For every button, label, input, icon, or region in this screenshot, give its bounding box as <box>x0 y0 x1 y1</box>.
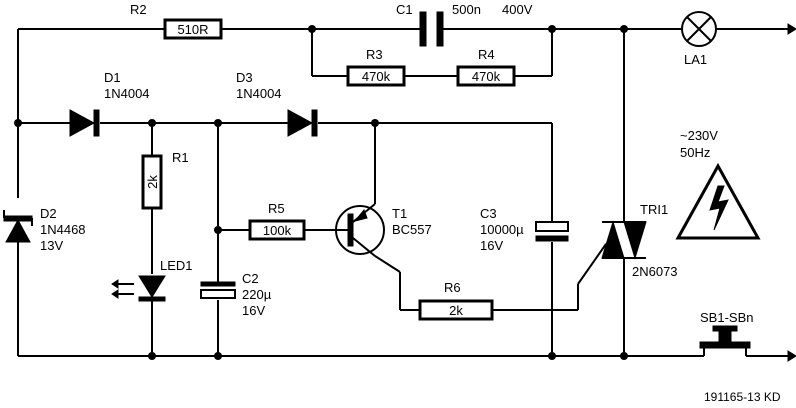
d2-label: D2 <box>40 206 57 221</box>
c1-voltage: 400V <box>502 2 533 17</box>
tri1-label: TRI1 <box>640 202 668 217</box>
r5-value: 100k <box>263 223 292 238</box>
d1-part: 1N4004 <box>104 86 150 101</box>
zener-d2: D2 1N4468 13V <box>3 206 86 253</box>
c2-value: 220µ <box>242 287 272 302</box>
bottom-output-arrow <box>787 350 796 362</box>
led1-label: LED1 <box>160 258 193 273</box>
capacitor-c1: C1 500n 400V <box>396 2 533 47</box>
resistor-r3: 470k R3 <box>346 47 406 87</box>
resistor-r6: 2k R6 <box>418 280 494 321</box>
c2-voltage: 16V <box>242 303 265 318</box>
r4-value: 470k <box>472 69 501 84</box>
r4-label: R4 <box>478 47 495 62</box>
figure-code: 191165-13 KD <box>704 390 781 404</box>
triac-tri1: TRI1 2N6073 <box>601 202 678 279</box>
r5-label: R5 <box>268 201 285 216</box>
junctions <box>14 25 628 360</box>
d3-part: 1N4004 <box>236 86 282 101</box>
wires <box>17 28 788 357</box>
r2-label: R2 <box>130 2 147 17</box>
r3-value: 470k <box>362 69 391 84</box>
tri1-part: 2N6073 <box>632 264 678 279</box>
r6-value: 2k <box>449 303 463 318</box>
r1-value: 2k <box>145 175 160 189</box>
mains-frequency: 50Hz <box>680 145 710 160</box>
t1-label: T1 <box>392 206 407 221</box>
t1-part: BC557 <box>392 222 432 237</box>
r1-label: R1 <box>172 150 189 165</box>
high-voltage-warning-icon <box>675 162 761 240</box>
d2-voltage: 13V <box>40 238 63 253</box>
r2-value: 510R <box>177 22 208 37</box>
c1-label: C1 <box>396 2 413 17</box>
d3-label: D3 <box>236 70 253 85</box>
transistor-t1: T1 BC557 <box>335 203 432 257</box>
c2-label: C2 <box>242 271 259 286</box>
resistor-r2: 510R R2 <box>130 2 223 40</box>
mains-voltage: ~230V <box>680 128 718 143</box>
c3-label: C3 <box>480 206 497 221</box>
pushbutton-sb: SB1-SBn <box>699 310 753 356</box>
r3-label: R3 <box>366 47 383 62</box>
resistor-r5: 100k R5 <box>248 201 306 241</box>
led-led1: LED1 <box>111 258 193 302</box>
c1-value: 500n <box>452 2 481 17</box>
diode-d3: D3 1N4004 <box>236 70 318 137</box>
la1-label: LA1 <box>684 52 707 67</box>
lamp-la1: LA1 <box>681 11 717 67</box>
d2-part: 1N4468 <box>40 222 86 237</box>
r6-label: R6 <box>444 280 461 295</box>
resistor-r4: 470k R4 <box>456 47 516 87</box>
c3-voltage: 16V <box>480 238 503 253</box>
top-output-arrow <box>787 23 796 35</box>
capacitor-c3: C3 10000µ 16V <box>480 206 569 253</box>
capacitor-c2: C2 220µ 16V <box>200 271 272 318</box>
d1-label: D1 <box>104 70 121 85</box>
resistor-r1: 2k R1 <box>141 150 189 210</box>
c3-value: 10000µ <box>480 222 524 237</box>
diode-d1: D1 1N4004 <box>69 70 150 137</box>
sb-label: SB1-SBn <box>700 310 753 325</box>
